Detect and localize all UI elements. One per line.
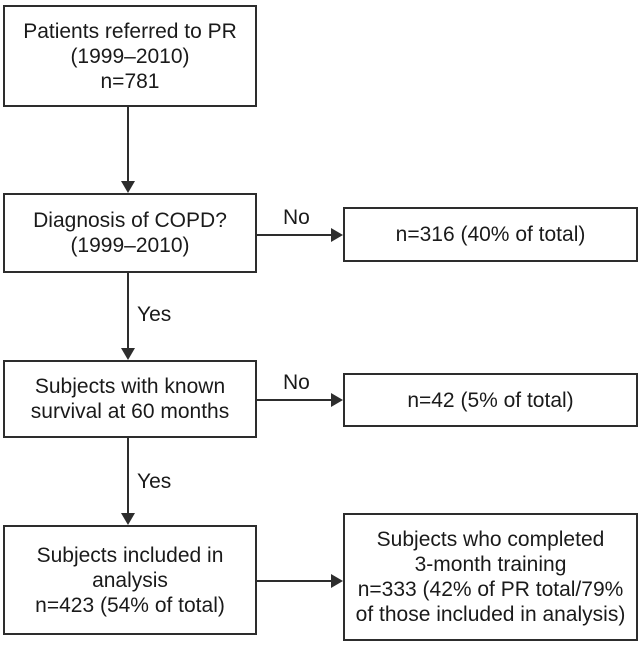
edge-label-no-copd: No <box>283 206 310 229</box>
node-text-line: Diagnosis of COPD? <box>33 209 227 232</box>
arrowhead-down-icon <box>121 348 135 360</box>
node-text-line: n=316 (40% of total) <box>395 223 586 246</box>
arrow-copd-no-to-excluded <box>257 234 331 236</box>
node-text-line: n=333 (42% of PR total/79% <box>357 578 624 601</box>
flowchart-node-excluded-no-copd: n=316 (40% of total) <box>343 207 638 262</box>
node-text-line: survival at 60 months <box>30 400 230 423</box>
flowchart-node-included-analysis: Subjects included in analysis n=423 (54%… <box>3 525 257 635</box>
node-text-line: 3-month training <box>414 553 567 576</box>
edge-label-yes-survival: Yes <box>137 470 172 493</box>
arrow-included-to-completed <box>257 580 331 582</box>
edge-label-yes-copd: Yes <box>137 303 172 326</box>
arrow-survival-yes-to-included <box>127 438 129 513</box>
arrowhead-down-icon <box>121 513 135 525</box>
arrow-copd-yes-to-survival <box>127 273 129 348</box>
edge-label-no-survival: No <box>283 371 310 394</box>
node-text-line: Subjects with known <box>34 375 226 398</box>
flowchart-node-excluded-no-survival: n=42 (5% of total) <box>343 373 638 427</box>
arrowhead-right-icon <box>331 228 343 242</box>
arrow-survival-no-to-excluded <box>257 399 331 401</box>
flowchart-node-completed-training: Subjects who completed 3-month training … <box>343 513 638 641</box>
flowchart-node-patients-referred: Patients referred to PR (1999–2010) n=78… <box>3 5 257 107</box>
arrowhead-down-icon <box>121 181 135 193</box>
node-text-line: of those included in analysis) <box>355 603 626 626</box>
node-text-line: (1999–2010) <box>70 234 190 257</box>
flowchart-node-known-survival: Subjects with known survival at 60 month… <box>3 360 257 438</box>
node-text-line: Subjects included in <box>36 543 224 567</box>
node-text-line: n=42 (5% of total) <box>407 388 574 412</box>
node-text-line: Subjects who completed <box>376 528 605 551</box>
node-text-line: n=423 (54% of total) <box>35 593 225 617</box>
arrowhead-right-icon <box>331 574 343 588</box>
arrow-referred-to-copd <box>127 107 129 181</box>
flowchart-node-copd-diagnosis: Diagnosis of COPD? (1999–2010) <box>3 193 257 273</box>
node-text-line: analysis <box>92 568 168 592</box>
node-text-line: (1999–2010) <box>70 44 190 68</box>
arrowhead-right-icon <box>331 393 343 407</box>
node-text-line: n=781 <box>100 69 160 93</box>
node-text-line: Patients referred to PR <box>23 19 237 43</box>
